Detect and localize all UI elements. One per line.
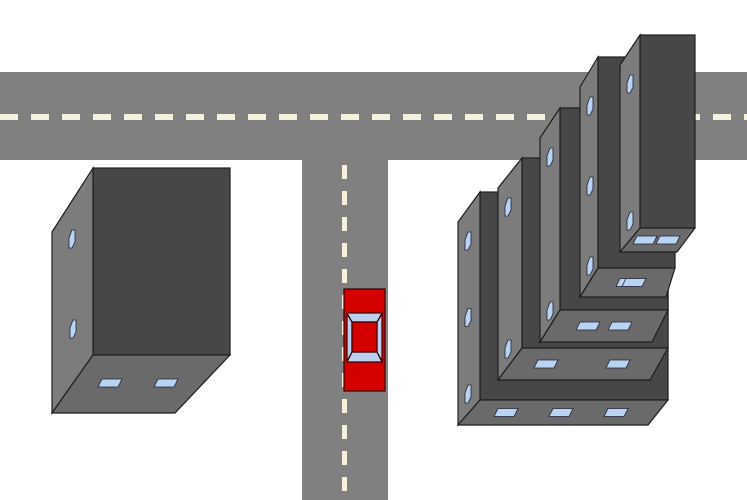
lane-dash: [527, 114, 545, 120]
stepped-building: [456, 33, 697, 427]
window: [97, 378, 123, 388]
lane-dash: [31, 114, 49, 120]
window: [621, 278, 647, 287]
car-roof: [351, 321, 378, 353]
window: [586, 256, 594, 276]
tower-roof: [639, 34, 696, 229]
lane-dash: [342, 191, 347, 205]
lane-dash: [496, 114, 514, 120]
lane-dash: [465, 114, 483, 120]
lane-dash: [124, 114, 142, 120]
lane-dash: [342, 269, 347, 283]
lane-dash: [403, 114, 421, 120]
lane-dash: [342, 477, 347, 491]
lane-dash: [342, 451, 347, 465]
tower-front-wall: [496, 347, 670, 381]
tower-front-wall: [618, 227, 697, 253]
lane-dash: [341, 114, 359, 120]
window: [153, 378, 179, 388]
lane-dash: [62, 114, 80, 120]
window: [69, 319, 77, 339]
car-rear-window: [346, 351, 383, 363]
lane-dash: [342, 425, 347, 439]
lane-dash: [342, 399, 347, 413]
lane-dash: [434, 114, 452, 120]
lane-dash: [248, 114, 266, 120]
window: [493, 408, 519, 417]
lane-dash: [186, 114, 204, 120]
lane-dash: [217, 114, 235, 120]
lane-dash: [342, 165, 347, 179]
window: [632, 235, 658, 245]
window: [464, 308, 472, 327]
car-right-window: [376, 311, 383, 364]
tower-5: [618, 33, 697, 254]
window: [586, 176, 594, 196]
left-building-front-wall: [50, 354, 232, 414]
window: [464, 384, 472, 404]
window: [575, 321, 601, 331]
window: [626, 211, 634, 231]
lane-dash: [372, 114, 390, 120]
player-car[interactable]: [343, 288, 386, 392]
window: [504, 339, 512, 359]
lane-dash: [342, 217, 347, 231]
window: [626, 74, 634, 94]
lane-dash: [155, 114, 173, 120]
window: [546, 147, 554, 167]
lane-dash: [744, 114, 747, 120]
left-building-windows: [68, 229, 179, 388]
lane-dash: [342, 243, 347, 257]
tower-front-wall: [538, 309, 669, 343]
lane-dash: [93, 114, 111, 120]
window: [655, 235, 681, 245]
window: [533, 359, 559, 369]
left-building-roof: [92, 167, 231, 356]
car-windshield: [345, 312, 384, 323]
window: [586, 96, 594, 116]
window: [464, 231, 472, 251]
window: [68, 229, 76, 249]
lane-dash: [713, 114, 731, 120]
window: [548, 408, 574, 417]
lane-dash: [279, 114, 297, 120]
window: [546, 301, 554, 321]
window: [605, 359, 631, 369]
car-left-window: [346, 311, 353, 364]
window: [603, 408, 629, 417]
window: [607, 321, 633, 331]
lane-dash: [310, 114, 328, 120]
lane-dash: [0, 114, 18, 120]
window: [504, 197, 512, 217]
left-building: [50, 165, 232, 415]
